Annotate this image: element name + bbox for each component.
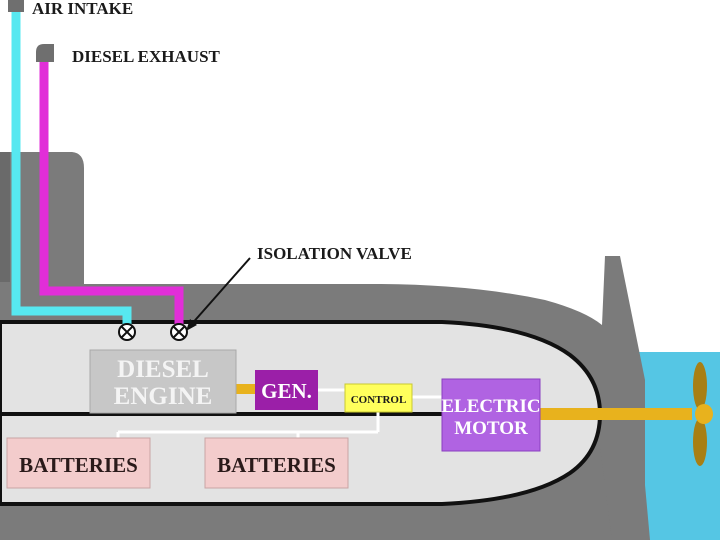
battery-left-label: BATTERIES [19,453,138,477]
isolation-valve-icon [170,323,188,341]
electrical-wiring [116,388,445,438]
isolation-valve-label: ISOLATION VALVE [257,244,412,263]
isolation-valve-pointer [189,257,251,327]
sail-shadow [0,152,10,282]
isolation-valve-pointer-arrowhead [186,319,197,331]
electric-motor-label-line2: MOTOR [454,418,528,439]
propeller-shaft [540,408,692,420]
battery-left-box [6,437,151,489]
control-box [344,383,413,413]
propeller-icon [693,362,713,466]
diesel-exhaust-label: DIESEL EXHAUST [72,47,221,66]
diesel-engine-box [89,349,237,414]
isolation-valve-icon [118,323,136,341]
control-label: CONTROL [351,394,407,406]
air-intake-head-icon [8,0,24,12]
generator-box [255,370,318,410]
battery-right-label: BATTERIES [217,453,336,477]
air-intake-pipe [11,8,132,330]
electric-motor-box [441,378,541,452]
diesel-exhaust-pipe [39,60,184,330]
diesel-exhaust-head-icon [36,44,54,62]
diesel-engine-label-line2: ENGINE [114,383,213,410]
diesel-engine-label-line1: DIESEL [117,356,209,383]
battery-right-box [204,437,349,489]
electric-motor-label-line1: ELECTRIC [441,396,540,417]
air-intake-label: AIR INTAKE [32,0,133,18]
lower-tail-fin [598,430,650,540]
generator-label: GEN. [261,379,312,403]
engine-generator-shaft [236,384,256,394]
